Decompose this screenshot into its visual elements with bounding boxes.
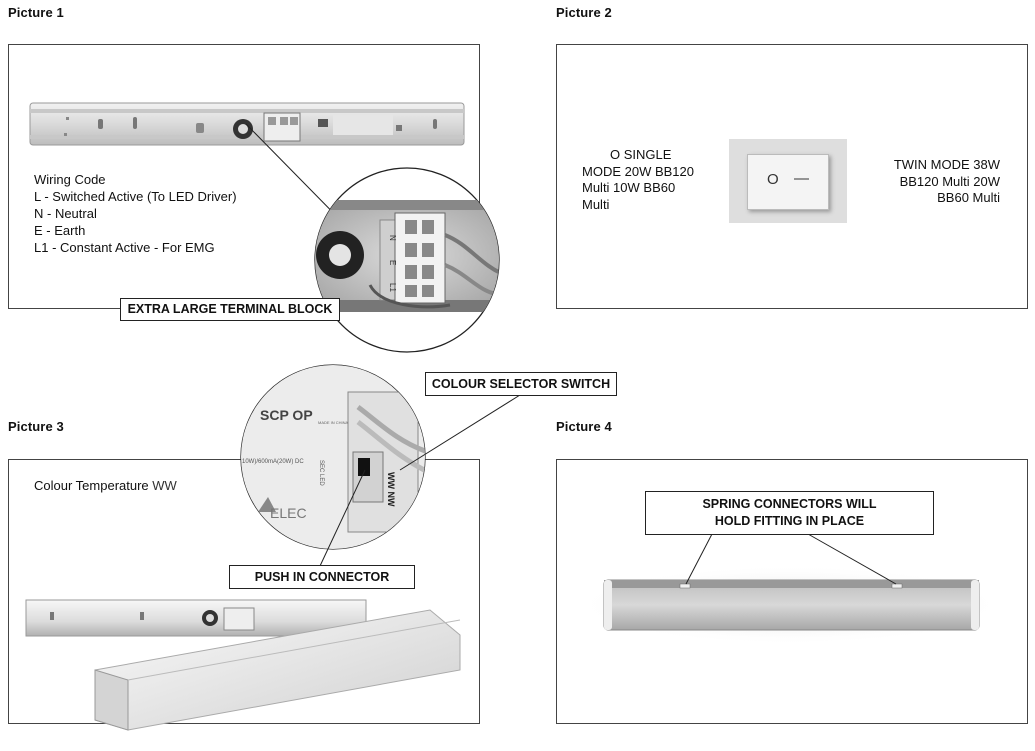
label-brand: SCP OP	[260, 407, 313, 423]
twin-mode-text: TWIN MODE 38W BB120 Multi 20W BB60 Multi	[860, 157, 1000, 207]
logo-elec: ELEC	[270, 505, 307, 521]
spring-connectors-callout: SPRING CONNECTORS WILL HOLD FITTING IN P…	[645, 491, 934, 535]
picture-2-label: Picture 2	[556, 5, 612, 20]
twin-mode-line-1: TWIN MODE 38W	[893, 157, 1000, 172]
rocker-switch: O —	[729, 139, 847, 223]
picture-1-label: Picture 1	[8, 5, 64, 20]
colour-switch-zoom: SCP OP MADE IN CHINA 10W)/600mA(20W) DC …	[240, 364, 426, 550]
single-mode-line-1: O SINGLE	[610, 147, 672, 162]
colour-temperature-value: WW	[152, 478, 177, 493]
terminal-block-callout: EXTRA LARGE TERMINAL BLOCK	[120, 298, 340, 321]
terminal-mark-l1: L1	[388, 283, 397, 292]
terminal-mark-e: E	[388, 260, 397, 265]
wiring-code-title: Wiring Code	[34, 172, 106, 187]
wiring-code: Wiring Code L - Switched Active (To LED …	[34, 171, 237, 256]
switch-off-symbol: O	[767, 171, 779, 188]
colour-temperature-label: Colour Temperature	[34, 478, 149, 493]
spring-connectors-line-2: HOLD FITTING IN PLACE	[714, 514, 865, 528]
label-specs: 10W)/600mA(20W) DC	[242, 459, 304, 465]
picture-4-label: Picture 4	[556, 419, 612, 434]
spring-connectors-line-1: SPRING CONNECTORS WILL	[702, 497, 877, 511]
picture-3-batten	[25, 599, 461, 731]
picture-4-batten	[575, 565, 1005, 645]
picture-3-label: Picture 3	[8, 419, 64, 434]
switch-on-symbol: —	[794, 170, 809, 187]
twin-mode-line-3: BB60 Multi	[937, 190, 1000, 205]
terminal-mark-n: N	[388, 235, 397, 241]
single-mode-line-3: Multi 10W BB60	[582, 180, 676, 195]
twin-mode-line-2: BB120 Multi 20W	[899, 173, 1000, 189]
label-sec-led: SEC LED	[318, 460, 324, 486]
push-in-connector-callout: PUSH IN CONNECTOR	[229, 565, 415, 589]
wiring-line-n: N - Neutral	[34, 206, 97, 221]
rocker-switch-face: O —	[747, 154, 829, 210]
terminal-block-zoom: N E L1	[314, 167, 500, 353]
wiring-line-l1: L1 - Constant Active - For EMG	[34, 240, 215, 255]
single-mode-line-4: Multi	[582, 196, 610, 212]
single-mode-text: O SINGLE MODE 20W BB120 Multi 10W BB60 M…	[582, 147, 694, 213]
label-ww-nw: WW NW	[386, 472, 396, 507]
label-made-in: MADE IN CHINA	[318, 420, 349, 425]
wiring-line-l: L - Switched Active (To LED Driver)	[34, 189, 237, 204]
single-mode-line-2: MODE 20W BB120	[582, 163, 694, 179]
colour-temperature: Colour Temperature WW	[34, 478, 177, 493]
wiring-line-e: E - Earth	[34, 223, 86, 238]
colour-selector-callout: COLOUR SELECTOR SWITCH	[425, 372, 617, 396]
picture-1-batten	[29, 102, 465, 146]
